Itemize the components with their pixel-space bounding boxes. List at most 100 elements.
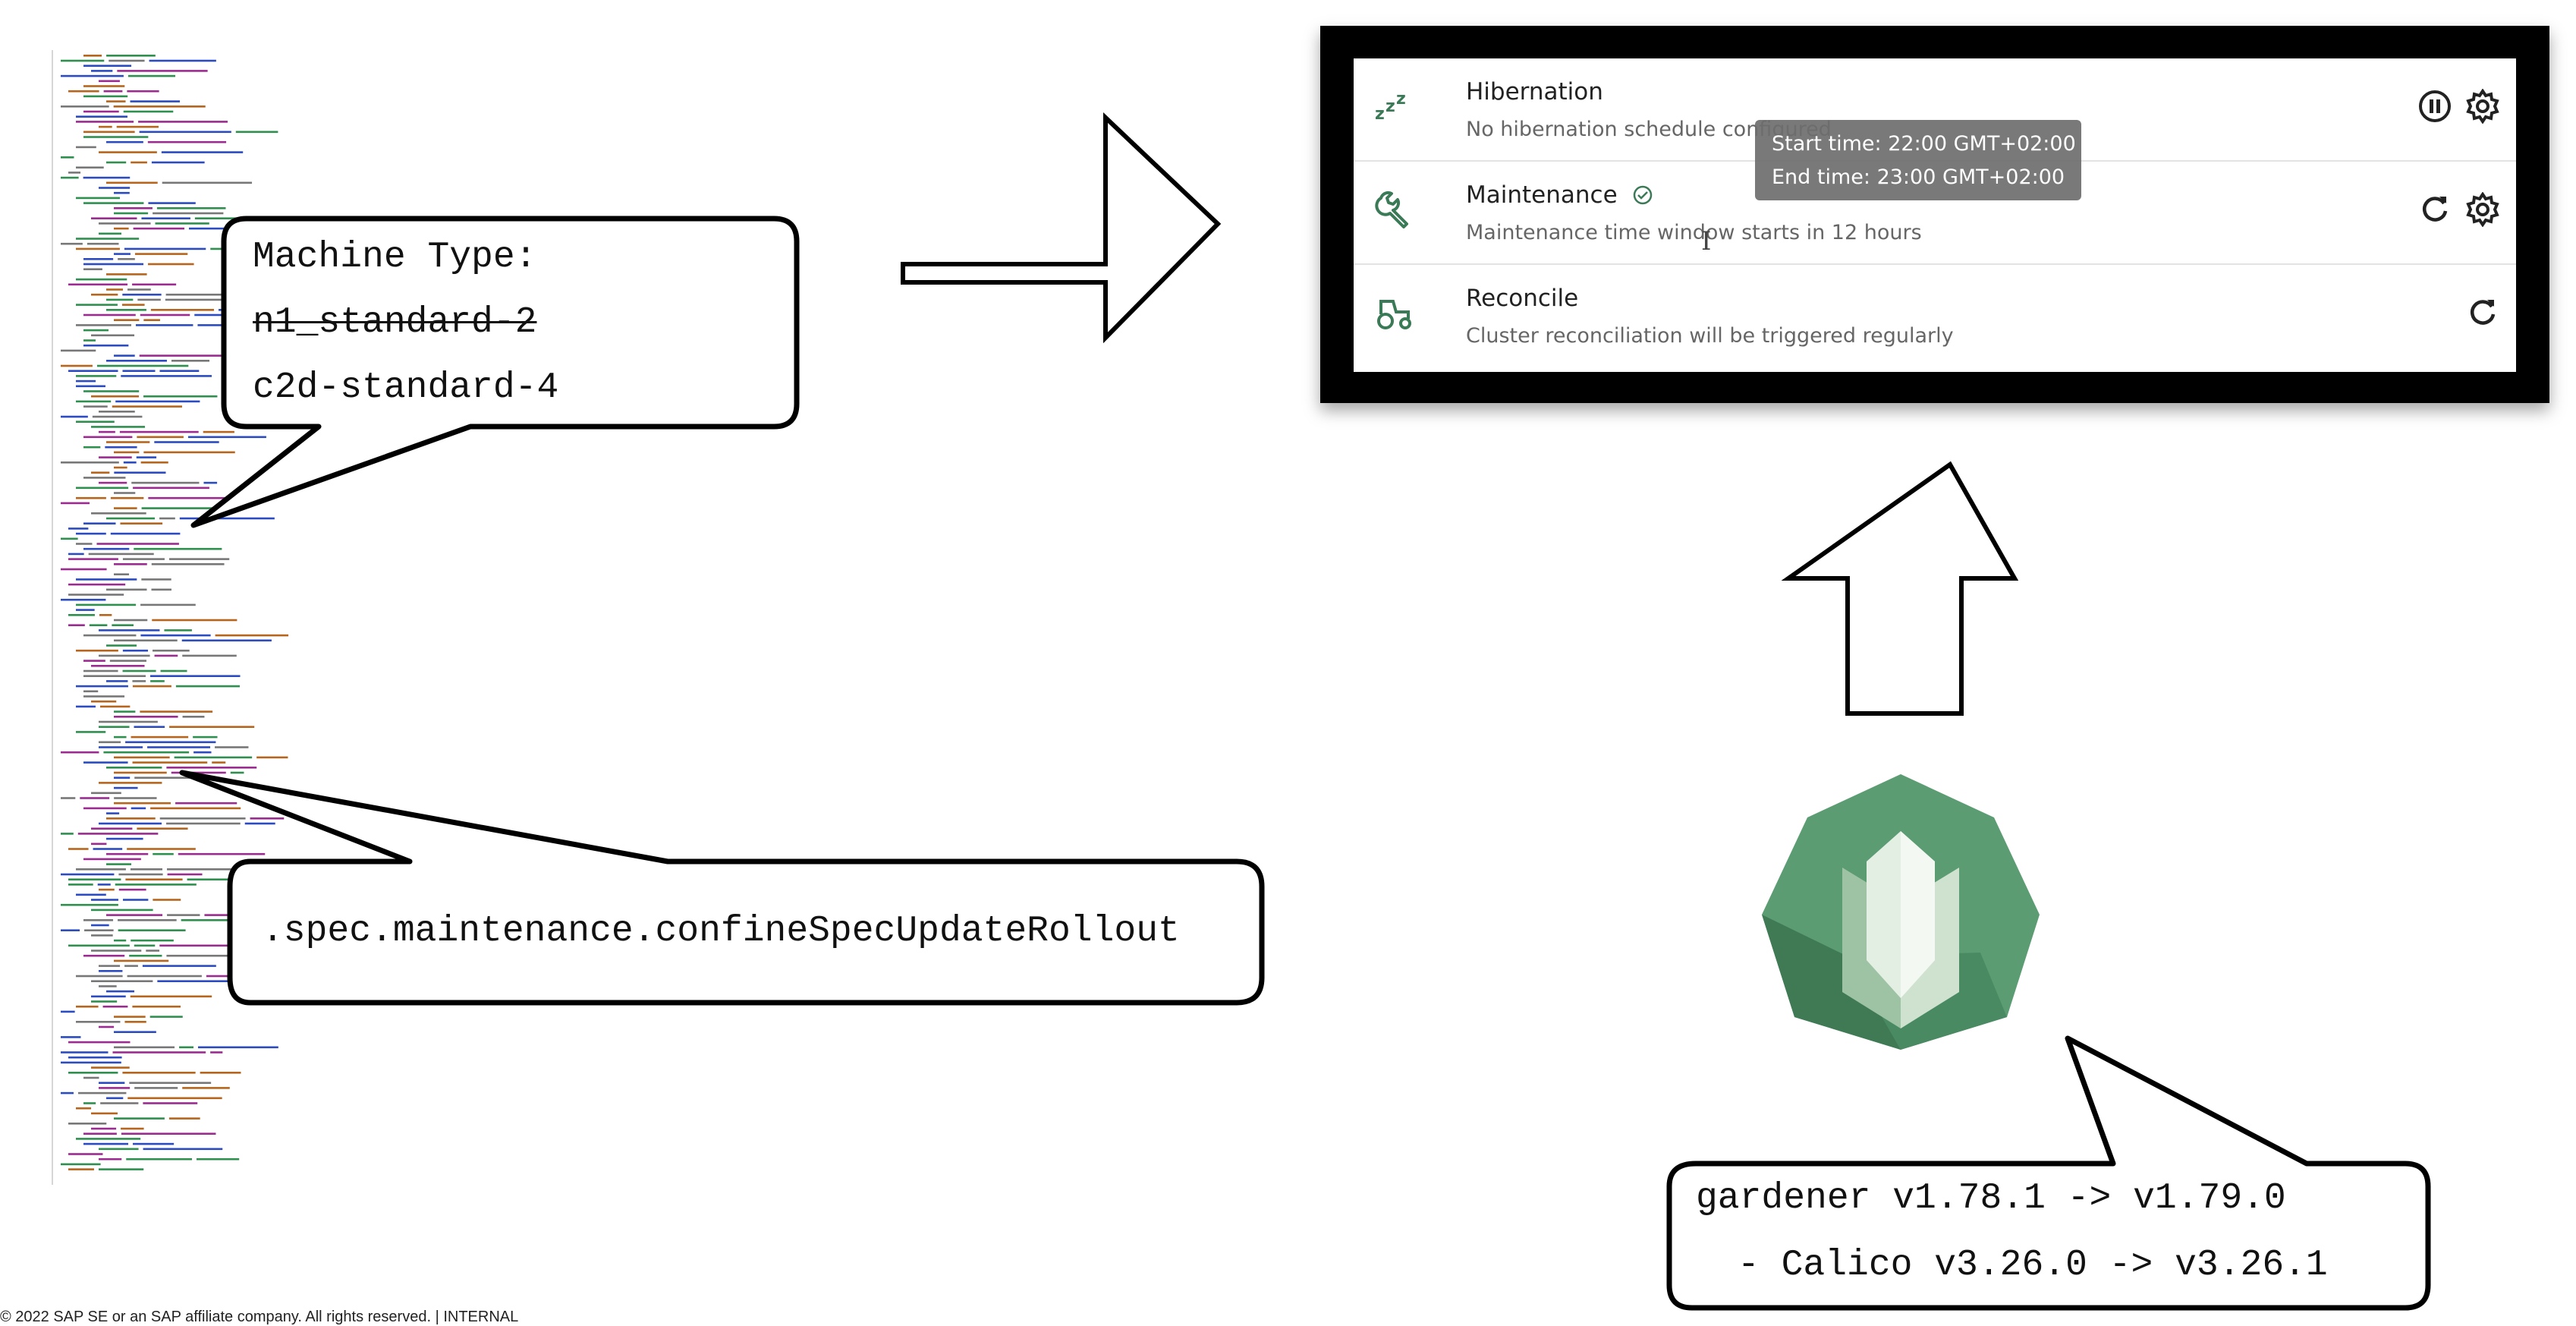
reconcile-subtitle: Cluster reconciliation will be triggered… [1466,324,1954,348]
code-line [131,939,174,942]
code-line [127,848,196,850]
code-line [83,405,108,408]
code-line [61,242,83,245]
code-line [106,680,128,682]
code-line [76,375,117,377]
code-line [106,441,150,443]
code-line [141,217,190,219]
right-arrow [901,112,1222,344]
code-line [166,954,232,957]
code-line [76,400,112,403]
code-line [76,685,128,688]
code-line [83,695,125,698]
reconcile-row: Reconcile Cluster reconciliation will be… [1354,265,2516,367]
code-line [88,553,154,556]
reconcile-button[interactable] [2465,295,2500,330]
code-line [76,731,106,733]
code-line [200,1072,241,1074]
code-line [159,944,237,947]
code-line [106,817,156,820]
code-line [68,583,126,586]
code-line [91,700,117,703]
code-line [161,151,244,153]
code-line [133,227,184,230]
code-line [143,1148,223,1151]
maintenance-settings-button[interactable] [2465,191,2500,228]
code-line [91,924,109,927]
code-line [171,771,226,774]
gardener-logo [1762,774,2040,1050]
code-line [114,639,178,642]
code-line [121,304,145,306]
code-line [114,756,170,759]
code-line [164,629,192,632]
code-line [76,603,137,606]
code-line [193,735,218,739]
code-line [194,313,244,317]
code-line [196,1157,240,1161]
code-line [76,197,121,200]
code-line [83,446,101,449]
code-line [139,131,231,134]
code-line [61,364,93,367]
code-line [127,288,151,291]
code-line [169,726,255,728]
code-line [99,187,131,189]
code-line [148,263,194,266]
code-line [76,1021,121,1023]
hibernation-settings-button[interactable] [2465,88,2500,124]
code-line [133,487,209,490]
code-line [96,543,179,545]
code-line [61,176,79,179]
code-line [151,563,225,565]
code-line [99,80,120,83]
code-line [203,481,218,484]
code-line [99,726,130,728]
code-line [68,90,99,93]
code-line [77,1091,127,1095]
code-line [114,619,148,622]
code-line [114,451,140,454]
code-line [168,1117,200,1120]
code-line [165,293,255,296]
code-line [83,131,135,134]
code-line [175,685,241,688]
hibernation-title: Hibernation [1466,78,1603,106]
code-line [99,125,112,128]
code-line [124,965,138,967]
gardener-callout-bubble [1666,1035,2431,1311]
code-line [91,792,121,795]
code-line [215,746,249,748]
code-line [181,639,272,642]
code-line [68,1153,103,1155]
code-line [68,594,124,596]
code-line [121,1127,144,1130]
code-line [106,55,156,57]
code-line [83,329,109,332]
maintenance-subtitle: Maintenance time window starts in 12 hou… [1466,221,1922,244]
code-line [91,70,113,72]
maintenance-trigger-button[interactable] [2417,192,2452,227]
code-line [89,624,108,626]
code-line [114,319,140,321]
code-line [114,227,129,230]
code-line [130,995,212,998]
code-line [76,705,96,708]
code-line [99,629,160,632]
code-line [83,1132,117,1135]
code-line [178,852,266,855]
pause-button[interactable] [2417,89,2452,124]
code-line [114,466,127,469]
code-line [68,614,95,616]
code-line [83,202,144,204]
code-line [61,59,105,62]
code-line [83,268,102,270]
code-line [133,1142,175,1145]
code-line [68,883,93,886]
refresh-icon [2471,300,2496,325]
code-line [250,817,285,820]
code-line [106,863,132,865]
code-line [61,568,107,571]
code-line [114,507,137,509]
